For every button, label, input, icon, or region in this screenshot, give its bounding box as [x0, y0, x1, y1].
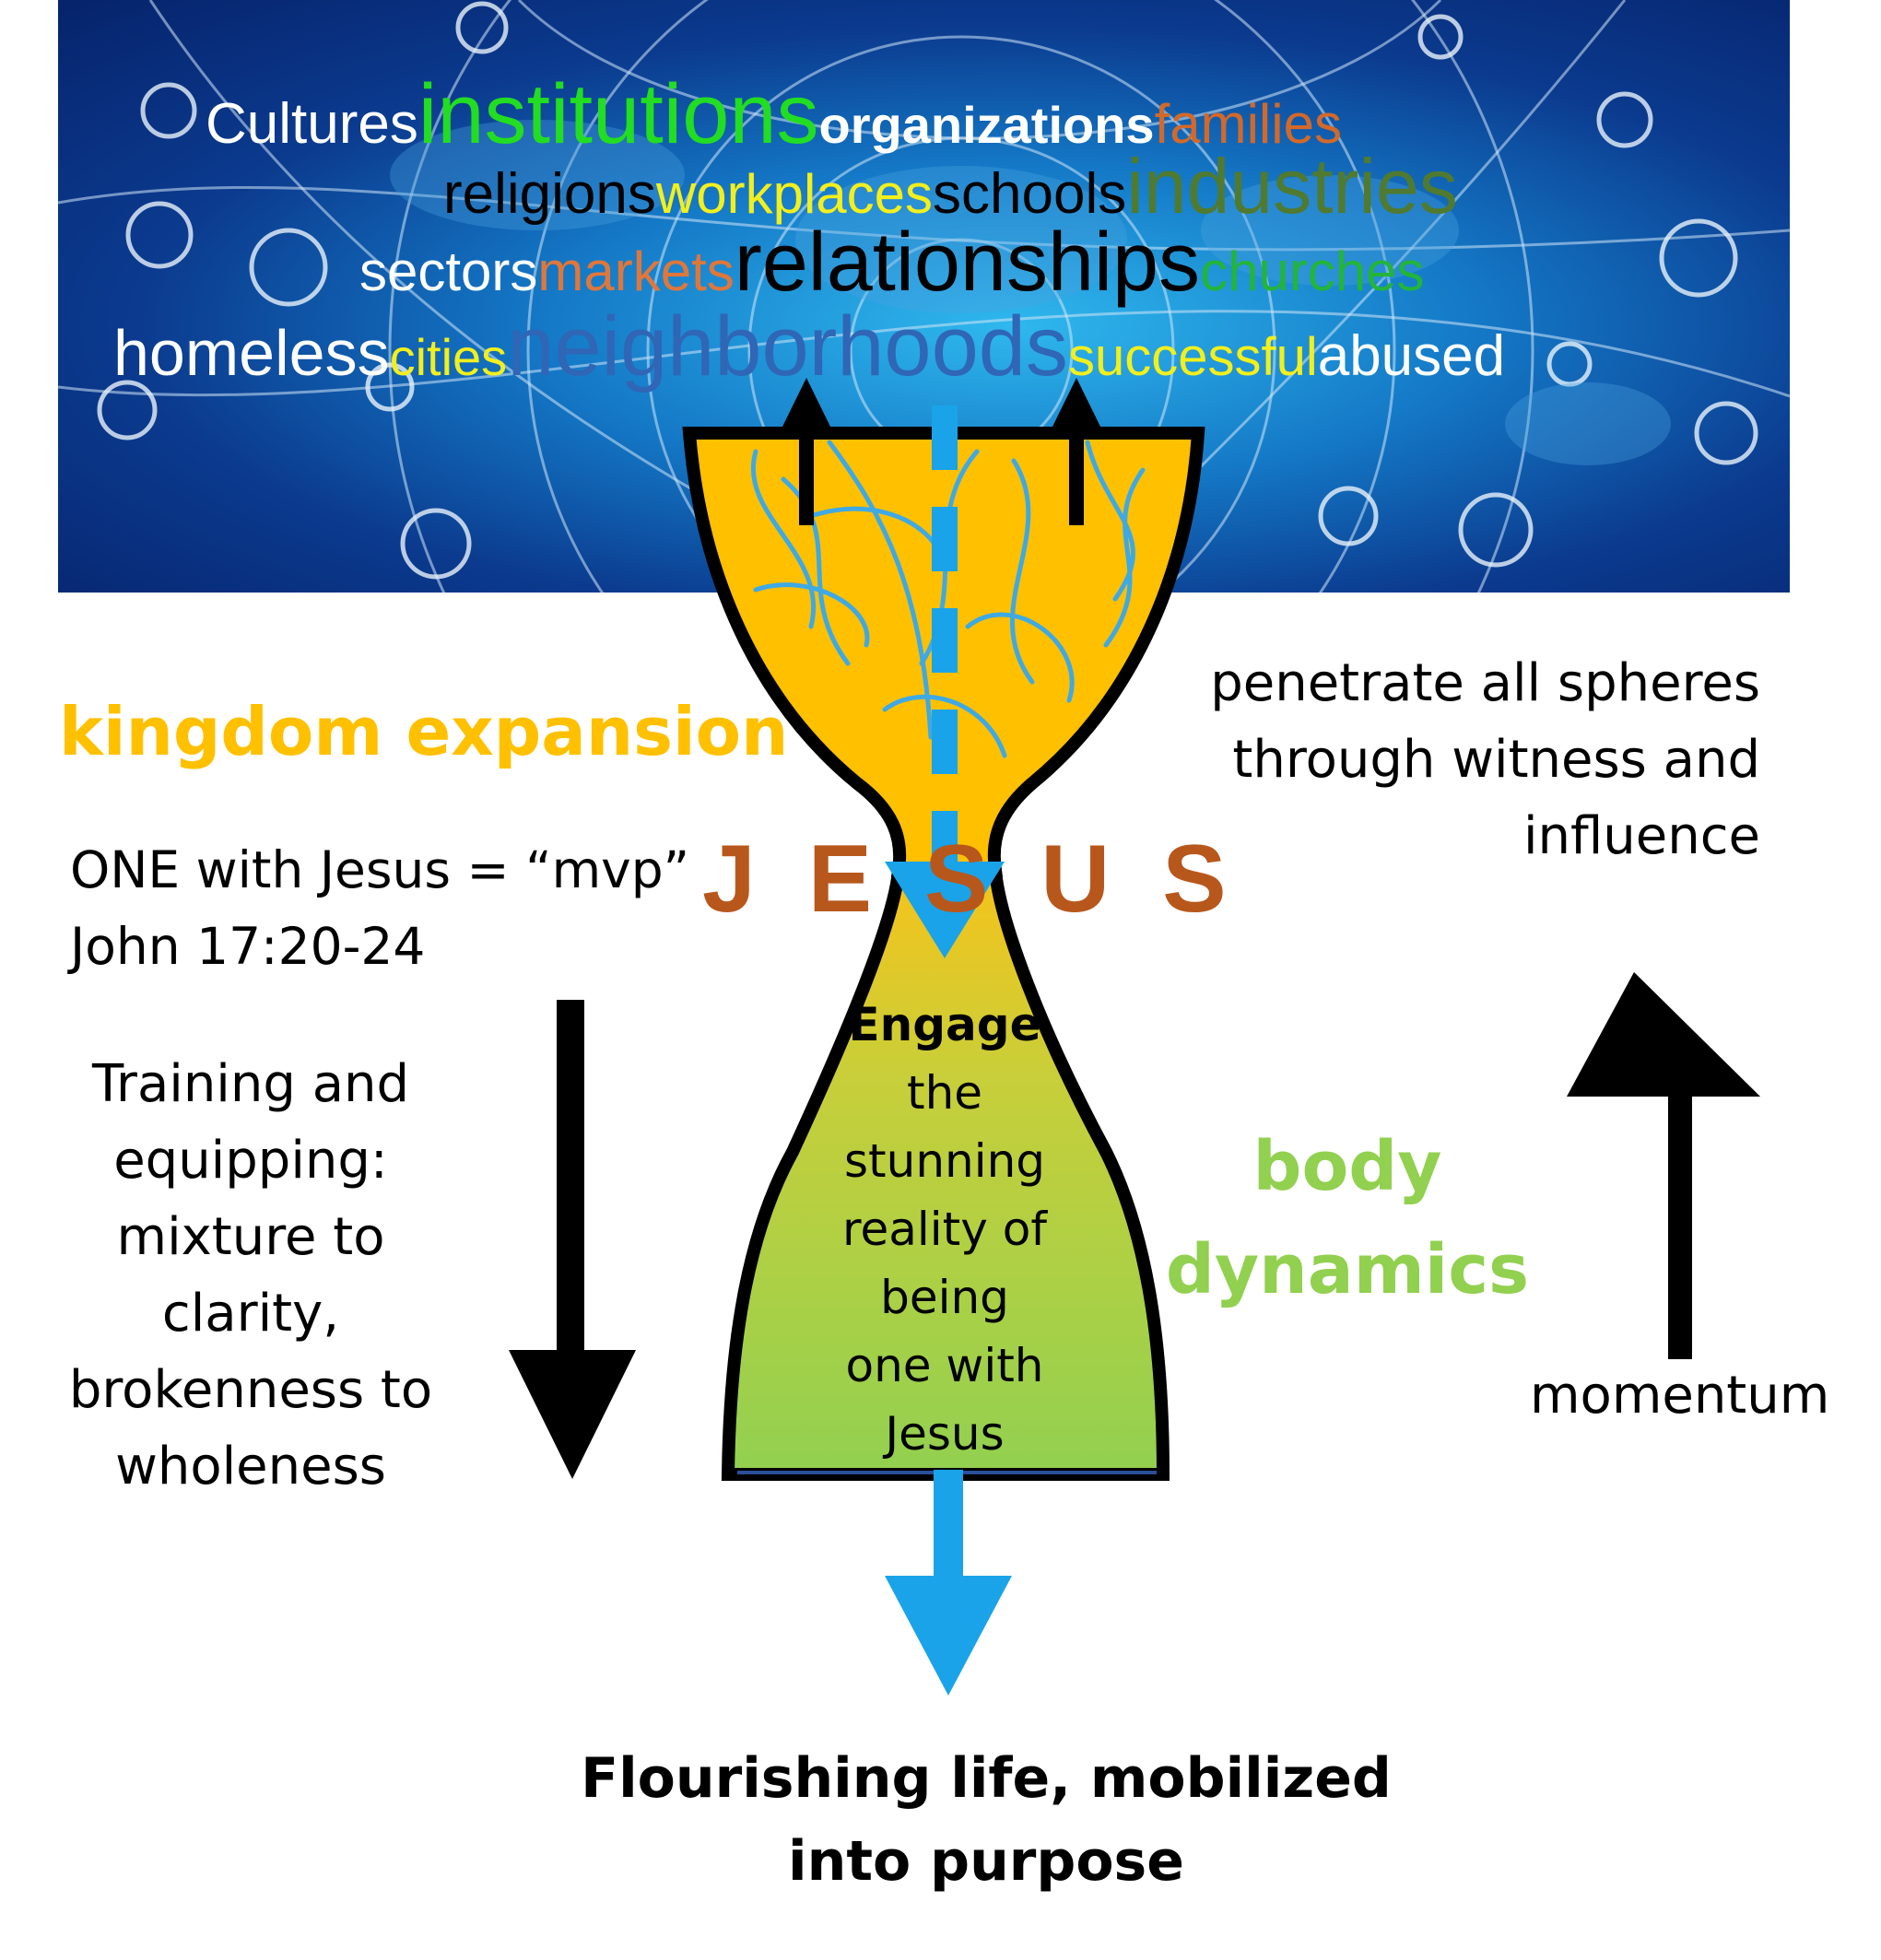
penetrate-line-1: penetrate all spheres: [1210, 653, 1760, 713]
flow-lines: [751, 440, 1146, 758]
funnel-bottom: [721, 864, 1170, 1481]
body-dynamics-line-1: body: [1252, 1127, 1442, 1206]
cloud-word-institutions: institutions: [417, 67, 819, 161]
penetrate-text: penetrate all spheres through witness an…: [1152, 645, 1760, 874]
cloud-word-families: families: [1154, 93, 1342, 155]
training-line-2: equipping:: [113, 1131, 388, 1191]
training-line-4: clarity,: [161, 1284, 340, 1344]
cloud-word-workplaces: workplaces: [655, 163, 934, 225]
one-with-jesus-line-1: ONE with Jesus = “mvp”: [70, 840, 690, 899]
jesus-label: J E S U S: [702, 826, 1240, 933]
top-up-arrows: [782, 378, 1101, 525]
engage-text: Engage the stunning reality of being one…: [806, 991, 1083, 1468]
word-cloud-row-2: religionsworkplacesschoolsindustries: [443, 147, 1458, 225]
cloud-word-churches: churches: [1200, 241, 1425, 302]
one-with-jesus-line-2: John 17:20-24: [70, 917, 426, 976]
flourishing-line-2: into purpose: [788, 1829, 1184, 1894]
cloud-word-homeless: homeless: [113, 317, 390, 389]
training-line-1: Training and: [91, 1054, 410, 1114]
engage-line-1: the: [906, 1066, 983, 1120]
penetrate-line-2: through witness and: [1232, 730, 1760, 790]
body-dynamics-line-2: dynamics: [1165, 1230, 1530, 1309]
word-cloud-row-4: homelesscitiesneighborhoodssuccessfulabu…: [113, 304, 1505, 389]
engage-line-3: reality of: [842, 1203, 1047, 1256]
cloud-word-schools: schools: [933, 162, 1127, 226]
cloud-word-abused: abused: [1317, 324, 1506, 388]
cloud-word-organizations: organizations: [818, 96, 1155, 154]
engage-line-4: being: [880, 1271, 1009, 1324]
engage-line-2: stunning: [843, 1134, 1046, 1188]
training-line-5: brokenness to: [68, 1360, 433, 1420]
body-dynamics-label: body dynamics: [1163, 1115, 1532, 1321]
flourishing-line-1: Flourishing life, mobilized: [581, 1746, 1392, 1811]
cloud-word-cities: cities: [389, 328, 508, 386]
engage-bold: Engage: [848, 998, 1041, 1051]
center-dashed-arrow: [885, 405, 1005, 958]
training-down-arrow: [509, 1000, 636, 1479]
cloud-word-religions: religions: [443, 162, 656, 226]
cloud-word-neighborhoods: neighborhoods: [507, 299, 1068, 393]
word-cloud-row-3: sectorsmarketsrelationshipschurches: [359, 221, 1425, 304]
cloud-word-industries: industries: [1126, 143, 1458, 229]
momentum-up-arrow: [1567, 972, 1760, 1359]
flourishing-text: Flourishing life, mobilized into purpose: [571, 1737, 1401, 1903]
kingdom-expansion-label: kingdom expansion: [59, 693, 789, 770]
network-rings-graphic: [58, 0, 1790, 593]
engage-line-5: one with: [845, 1339, 1044, 1392]
training-text: Training and equipping: mixture to clari…: [57, 1046, 444, 1505]
cloud-word-sectors: sectors: [359, 241, 538, 302]
cloud-word-successful: successful: [1067, 327, 1318, 387]
engage-line-6: Jesus: [885, 1407, 1005, 1461]
training-line-3: mixture to: [116, 1207, 385, 1267]
cloud-word-relationships: relationships: [734, 217, 1201, 309]
output-arrow: [885, 1470, 1012, 1696]
word-cloud-row-1: Culturesinstitutionsorganizationsfamilie…: [206, 72, 1342, 157]
cloud-word-markets: markets: [537, 241, 735, 302]
cloud-word-cultures: Cultures: [206, 92, 418, 156]
training-line-6: wholeness: [115, 1437, 386, 1496]
penetrate-line-3: influence: [1522, 806, 1760, 866]
momentum-label: momentum: [1530, 1366, 1830, 1426]
